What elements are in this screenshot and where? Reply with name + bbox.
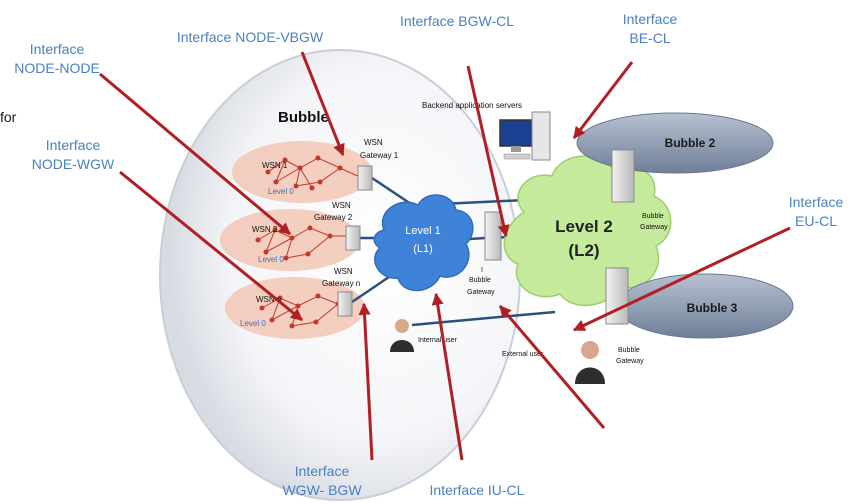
sensor-nodes: [255, 155, 343, 329]
bubble-3-label: Bubble 3: [687, 301, 738, 315]
clipped-for-text: for: [0, 109, 17, 125]
bubble-gateway-top-gateway: Gateway: [640, 224, 668, 231]
level-0-label-1: Level 0: [268, 187, 294, 196]
bubble-gateway-top-bubble: Bubble: [642, 213, 664, 220]
wsn-1-label: WSN 1: [262, 161, 288, 170]
arrow-bgw-l1: [498, 305, 606, 429]
level-1-label: Level 1: [405, 225, 440, 237]
label-interface-node-vbgw: Interface NODE-VBGW: [155, 28, 345, 47]
level-0-label-3: Level 0: [240, 319, 266, 328]
arrow-be-cl: [572, 61, 634, 139]
level-0-label-2: Level 0: [258, 255, 284, 264]
label-node-node-line1: Interface: [29, 41, 85, 57]
gw-2-label: Gateway 2: [314, 213, 353, 222]
bubble-gateway-l1-gateway: Gateway: [467, 289, 495, 296]
gw-n-wsn: WSN: [334, 267, 353, 276]
arrow-eu-cl: [572, 226, 791, 332]
level-2-sub-label: (L2): [568, 241, 599, 260]
interface-arrows: [99, 51, 791, 461]
label-interface-node-wgw: Interface NODE-WGW: [18, 136, 128, 174]
label-interface-wgw-bgw: Interface WGW- BGW: [272, 462, 372, 500]
label-be-cl-line1: Interface: [622, 11, 678, 27]
label-interface-eu-cl: Interface EU-CL: [778, 193, 854, 231]
external-user-icon: [575, 341, 605, 384]
arrow-bgw-cl: [466, 65, 510, 238]
arrow-iu-cl: [431, 292, 464, 461]
level-1-sub-label: (L1): [413, 243, 433, 255]
arrow-wgw-bgw: [358, 302, 374, 461]
label-interface-node-node: Interface NODE-NODE: [2, 40, 112, 78]
label-interface-iu-cl: Interface IU-CL: [412, 481, 542, 500]
external-user-label: External user: [502, 351, 544, 358]
arrow-node-node: [99, 72, 291, 236]
label-node-wgw-line2: NODE-WGW: [31, 156, 115, 172]
label-interface-bgw-cl: Interface BGW-CL: [382, 12, 532, 31]
level-2-label: Level 2: [555, 217, 613, 236]
label-iu-cl-line1: Interface IU-CL: [429, 482, 525, 498]
label-bgw-cl-line1: Interface BGW-CL: [399, 13, 515, 29]
backend-server-icon: [499, 111, 551, 161]
arrow-node-wgw: [119, 170, 303, 322]
label-node-vbgw-line1: Interface NODE-VBGW: [176, 29, 324, 45]
internal-user-icon: [390, 319, 414, 352]
label-interface-be-cl: Interface BE-CL: [600, 10, 700, 48]
label-wgw-bgw-line1: Interface: [294, 463, 350, 479]
gw-n-label: Gateway n: [322, 279, 360, 288]
label-clipped-for: for: [0, 108, 32, 127]
gateway-boxes: [337, 149, 635, 325]
label-node-node-line2: NODE-NODE: [14, 60, 100, 76]
label-be-cl-line2: BE-CL: [629, 30, 671, 46]
bubble-2-label: Bubble 2: [665, 136, 716, 150]
backend-label: Backend application servers: [422, 101, 522, 110]
level-1-cloud: [373, 194, 474, 292]
label-eu-cl-line2: EU-CL: [794, 213, 837, 229]
gw-1-wsn: WSN: [364, 138, 383, 147]
arrow-node-vbgw: [300, 51, 345, 157]
bubble-gateway-l1-i: I: [481, 267, 483, 274]
wsn-2-area: [220, 209, 360, 271]
gw-2-wsn: WSN: [332, 201, 351, 210]
bubble-gateway-bottom-bubble: Bubble: [618, 347, 640, 354]
gw-1-label: Gateway 1: [360, 151, 399, 160]
wsn-n-label: WSN n: [256, 295, 281, 304]
bubble-title: Bubble: [278, 109, 329, 126]
wsn-2-label: WSN 2: [252, 225, 278, 234]
label-node-wgw-line1: Interface: [45, 137, 101, 153]
label-wgw-bgw-line2: WGW- BGW: [282, 482, 362, 498]
internal-user-label: Internal user: [418, 337, 458, 344]
label-eu-cl-line1: Interface: [788, 194, 844, 210]
bubble-gateway-bottom-gateway: Gateway: [616, 358, 644, 365]
bubble-gateway-l1-bubble: Bubble: [469, 277, 491, 284]
